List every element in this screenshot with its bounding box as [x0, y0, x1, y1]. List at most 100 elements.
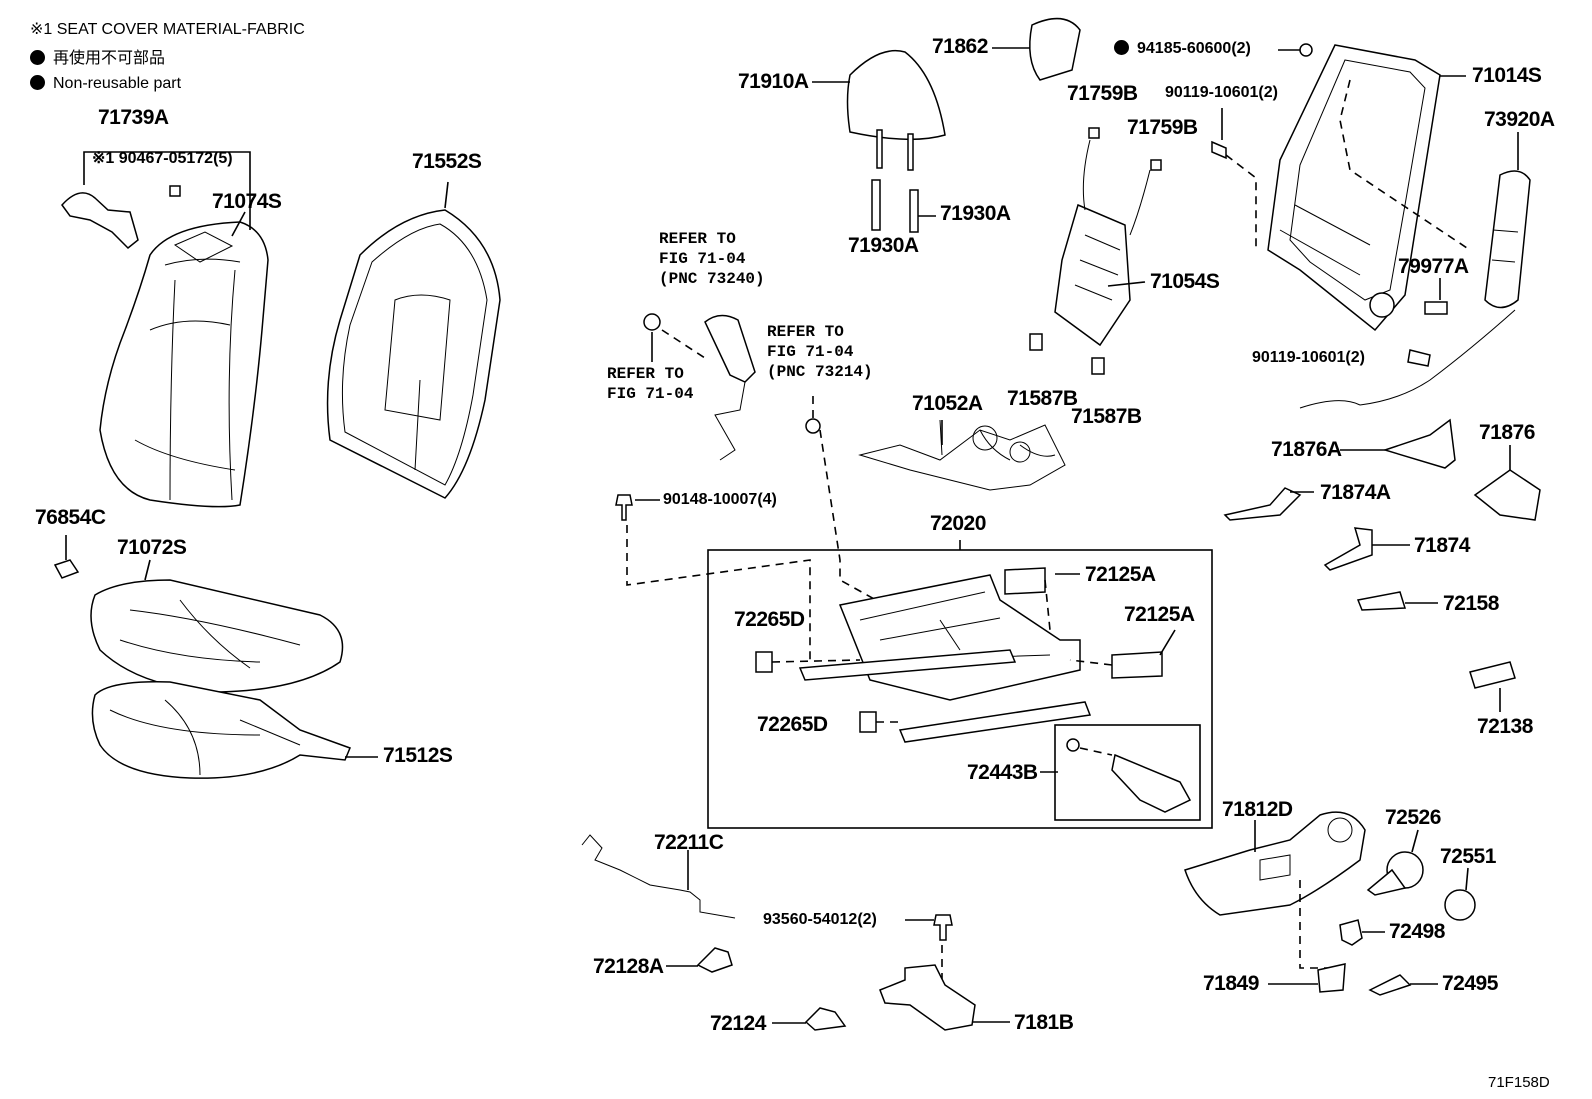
nut-71759B-a	[1088, 127, 1100, 139]
part-label-71930A-left[interactable]: 71930A	[848, 234, 919, 257]
part-label-94185-60600[interactable]: 94185-60600(2)	[1114, 40, 1251, 57]
part-label-71876A[interactable]: 71876A	[1271, 438, 1342, 461]
part-label-7181B[interactable]: 7181B	[1014, 1011, 1074, 1034]
cover-72158-drawing	[1356, 591, 1407, 611]
part-label-71759B-a[interactable]: 71759B	[1067, 82, 1138, 105]
cover-71862-drawing	[1029, 17, 1081, 81]
part-label-72443B[interactable]: 72443B	[967, 761, 1038, 784]
part-label-72526[interactable]: 72526	[1385, 806, 1441, 829]
seat-cushion-cover-drawing	[90, 579, 344, 693]
part-label-71014S[interactable]: 71014S	[1472, 64, 1542, 87]
bolt-93560-drawing	[933, 914, 953, 941]
motor-72443B-drawing	[1066, 738, 1192, 813]
part-label-71759B-b[interactable]: 71759B	[1127, 116, 1198, 139]
seat-adjuster-drawing	[755, 567, 1163, 743]
part-label-72125A-a[interactable]: 72125A	[1085, 563, 1156, 586]
part-label-71054S[interactable]: 71054S	[1150, 270, 1220, 293]
part-label-71552S[interactable]: 71552S	[412, 150, 482, 173]
legend-non-reusable-en-text: Non-reusable part	[53, 75, 182, 92]
seatback-pad-drawing	[326, 209, 501, 499]
dashed-72443B	[1079, 747, 1113, 756]
part-label-71876[interactable]: 71876	[1479, 421, 1535, 444]
part-label-72128A[interactable]: 72128A	[593, 955, 664, 978]
seat-cushion-pad-drawing	[91, 681, 351, 779]
part-label-79977A[interactable]: 79977A	[1398, 255, 1469, 278]
dashed-frame-assembly	[1225, 79, 1471, 251]
part-label-71874[interactable]: 71874	[1414, 534, 1470, 557]
part-label-90467-05172[interactable]: ※1 90467-05172(5)	[92, 150, 233, 167]
headrest-guides-drawing	[871, 179, 919, 233]
part-label-72265D-b[interactable]: 72265D	[757, 713, 828, 736]
dashed-bolt-90148	[626, 525, 811, 665]
leader-71054S	[1107, 281, 1146, 287]
part-label-72495[interactable]: 72495	[1442, 972, 1498, 995]
bolt-90148-drawing	[615, 494, 633, 521]
part-label-90148-10007[interactable]: 90148-10007(4)	[663, 491, 777, 508]
part-label-72265D-a[interactable]: 72265D	[734, 608, 805, 631]
part-label-71512S[interactable]: 71512S	[383, 744, 453, 767]
part-label-72020[interactable]: 72020	[930, 512, 986, 535]
part-label-71587B-b[interactable]: 71587B	[1071, 405, 1142, 428]
part-label-90119-10601-top[interactable]: 90119-10601(2)	[1165, 84, 1278, 101]
part-label-72138[interactable]: 72138	[1477, 715, 1533, 738]
part-label-72158[interactable]: 72158	[1443, 592, 1499, 615]
part-label-76854C[interactable]: 76854C	[35, 506, 106, 529]
wire-harness-drawing	[858, 419, 1066, 491]
headrest-drawing	[846, 49, 946, 171]
part-label-71812D[interactable]: 71812D	[1222, 798, 1293, 821]
part-label-93560-54012[interactable]: 93560-54012(2)	[763, 911, 877, 928]
reference-fig-71-04[interactable]: REFER TO FIG 71-04	[607, 365, 694, 403]
part-label-71862[interactable]: 71862	[932, 35, 988, 58]
non-reusable-bullet-icon	[1114, 40, 1129, 55]
seatback-cover-drawing	[99, 221, 269, 508]
dashed-buckle-left	[661, 329, 706, 359]
part-label-90119-10601-bottom[interactable]: 90119-10601(2)	[1252, 349, 1365, 366]
non-reusable-bullet-icon	[30, 50, 45, 65]
bolt-90119-top-drawing	[1211, 140, 1227, 160]
leader-72125A	[1055, 573, 1176, 656]
cover-72124-drawing	[804, 1007, 847, 1031]
cover-71876-drawing	[1473, 469, 1541, 521]
leader-71072S	[144, 559, 151, 581]
cover-71874A-drawing	[1223, 487, 1302, 521]
reference-pnc-73214[interactable]: REFER TO FIG 71-04 (PNC 73214)	[767, 323, 873, 381]
part-label-72124[interactable]: 72124	[710, 1012, 766, 1035]
headrest-clip-drawing	[61, 185, 181, 250]
leader-72526	[1411, 829, 1419, 853]
bolt-90119-bot-drawing	[1407, 349, 1431, 367]
leader-71074S	[231, 211, 246, 237]
part-label-71052A[interactable]: 71052A	[912, 392, 983, 415]
part-label-71074S[interactable]: 71074S	[212, 190, 282, 213]
part-label-71739A[interactable]: 71739A	[98, 106, 169, 129]
legend-non-reusable-en: Non-reusable part	[30, 75, 181, 92]
part-label-72551[interactable]: 72551	[1440, 845, 1496, 868]
nut-71759B-b	[1150, 159, 1162, 171]
part-label-71874A[interactable]: 71874A	[1320, 481, 1391, 504]
cover-72128A-drawing	[696, 947, 733, 973]
leader-71552S	[444, 181, 449, 209]
part-label-71072S[interactable]: 71072S	[117, 536, 187, 559]
wire-72211C-drawing	[581, 834, 736, 919]
figure-code: 71F158D	[1488, 1074, 1550, 1091]
seat-shield-drawing	[1184, 811, 1366, 916]
cover-72138-drawing	[1469, 661, 1516, 689]
knob-72526-drawing	[1366, 851, 1424, 896]
part-label-71849[interactable]: 71849	[1203, 972, 1259, 995]
dashed-adjuster	[771, 579, 1113, 723]
cover-72495-drawing	[1368, 974, 1412, 996]
reference-pnc-73240[interactable]: REFER TO FIG 71-04 (PNC 73240)	[659, 230, 765, 288]
part-label-72125A-b[interactable]: 72125A	[1124, 603, 1195, 626]
clip-72498-drawing	[1339, 919, 1363, 946]
legend-cover-note: ※1 SEAT COVER MATERIAL-FABRIC	[30, 21, 305, 38]
bracket-7181B-drawing	[879, 964, 976, 1031]
dashed-71849	[1299, 880, 1330, 969]
part-label-73920A[interactable]: 73920A	[1484, 108, 1555, 131]
part-label-71587B-a[interactable]: 71587B	[1007, 387, 1078, 410]
part-label-71930A-right[interactable]: 71930A	[940, 202, 1011, 225]
part-label-71910A[interactable]: 71910A	[738, 70, 809, 93]
side-airbag-drawing	[1299, 170, 1531, 409]
clip-76854C-drawing	[53, 559, 80, 579]
part-label-72498[interactable]: 72498	[1389, 920, 1445, 943]
part-label-72211C[interactable]: 72211C	[654, 831, 724, 854]
